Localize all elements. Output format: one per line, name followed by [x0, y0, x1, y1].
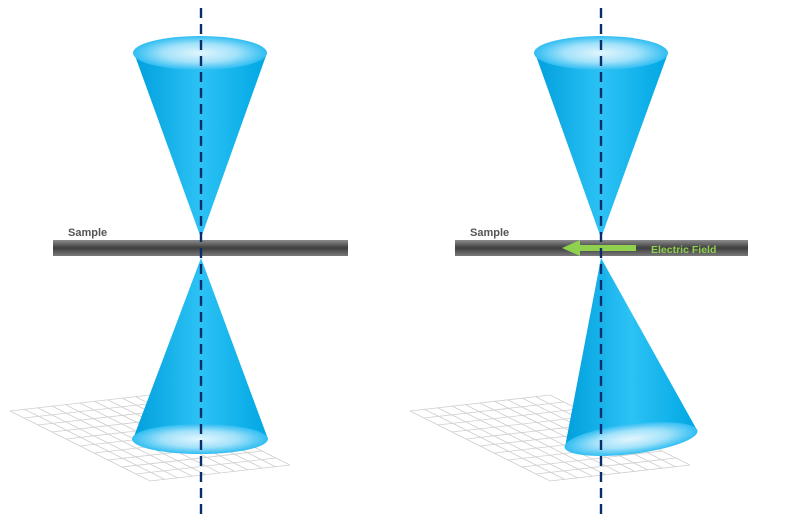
electric-field-label: Electric Field — [651, 244, 716, 256]
deflected-lower-cone — [565, 258, 697, 447]
panel-with-field: Sample Electric Field — [409, 8, 748, 520]
upper-cone-cap — [534, 36, 668, 70]
upper-cone-cap — [133, 36, 267, 70]
lower-cone-base — [132, 424, 268, 454]
deflected-cone-base — [564, 422, 698, 456]
sample-label: Sample — [470, 227, 509, 239]
electric-field-arrow — [562, 240, 636, 256]
panel-no-field: Sample — [9, 8, 348, 520]
sample-label: Sample — [68, 227, 107, 239]
